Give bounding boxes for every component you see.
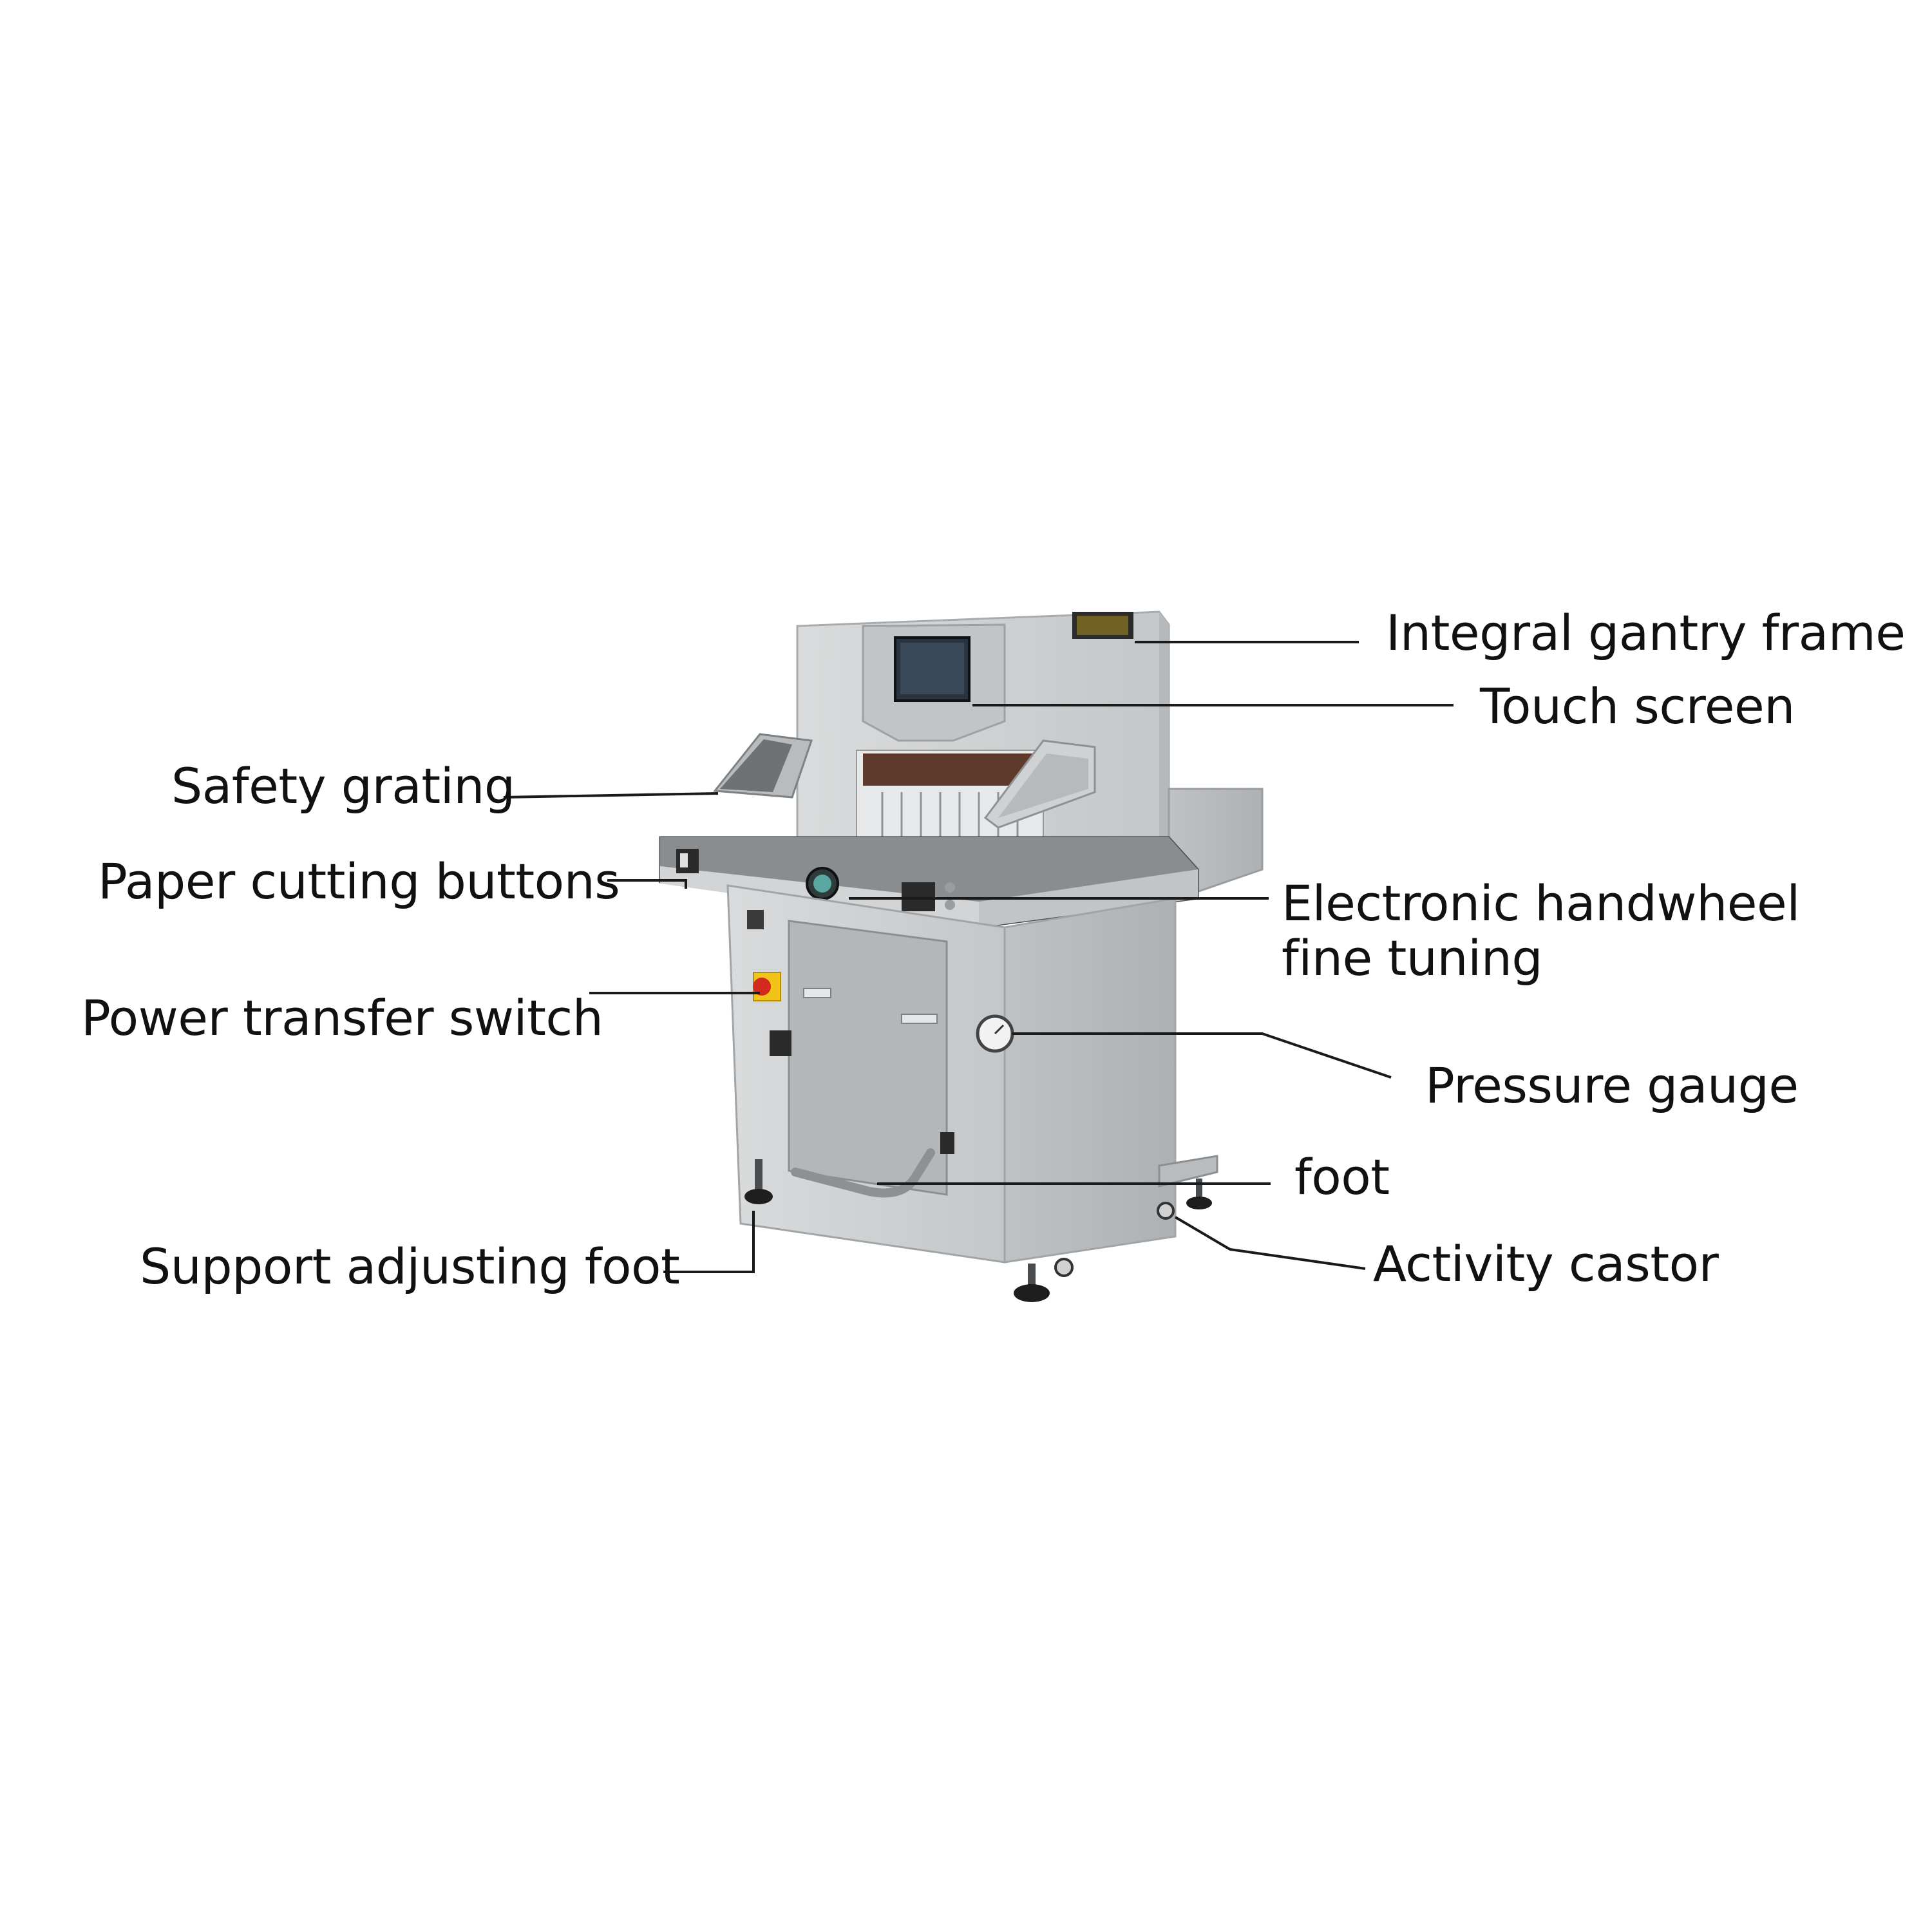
foot-plate: [1158, 1155, 1218, 1188]
leader-pressure-gauge: [1012, 1032, 1392, 1079]
cabinet: [726, 884, 1177, 1264]
label-pressure-gauge: Pressure gauge: [1425, 1057, 1799, 1114]
leader-lines: [503, 641, 1454, 1273]
label-support-adjusting-foot: Support adjusting foot: [140, 1238, 680, 1295]
label-touch-screen: Touch screen: [1480, 677, 1795, 735]
activity-castors: [1054, 1202, 1175, 1277]
electronic-handwheel: [806, 867, 839, 900]
label-safety-grating: Safety grating: [171, 757, 515, 815]
power-transfer-switch: [753, 972, 781, 1001]
label-integral-gantry-frame: Integral gantry frame: [1386, 604, 1906, 661]
touch-screen: [862, 623, 1006, 742]
support-feet: [744, 1159, 1212, 1302]
handle-bar: [791, 1132, 954, 1198]
label-electronic-handwheel: Electronic handwheel fine tuning: [1282, 876, 1800, 985]
label-foot: foot: [1294, 1148, 1390, 1206]
leader-paper-cutting-buttons: [607, 879, 687, 889]
safety-grating: [713, 733, 1096, 829]
leader-support-adjusting-foot: [663, 1211, 755, 1273]
label-paper-cutting-buttons: Paper cutting buttons: [98, 853, 620, 910]
label-electronic-handwheel-line2: fine tuning: [1282, 929, 1543, 987]
label-electronic-handwheel-line1: Electronic handwheel: [1282, 875, 1800, 932]
leader-activity-castor: [1174, 1216, 1366, 1270]
pressure-gauge: [976, 1014, 1014, 1053]
label-activity-castor: Activity castor: [1373, 1235, 1719, 1293]
leader-safety-grating: [503, 792, 719, 799]
label-power-transfer-switch: Power transfer switch: [81, 989, 603, 1046]
paper-cutting-buttons: [676, 849, 955, 911]
